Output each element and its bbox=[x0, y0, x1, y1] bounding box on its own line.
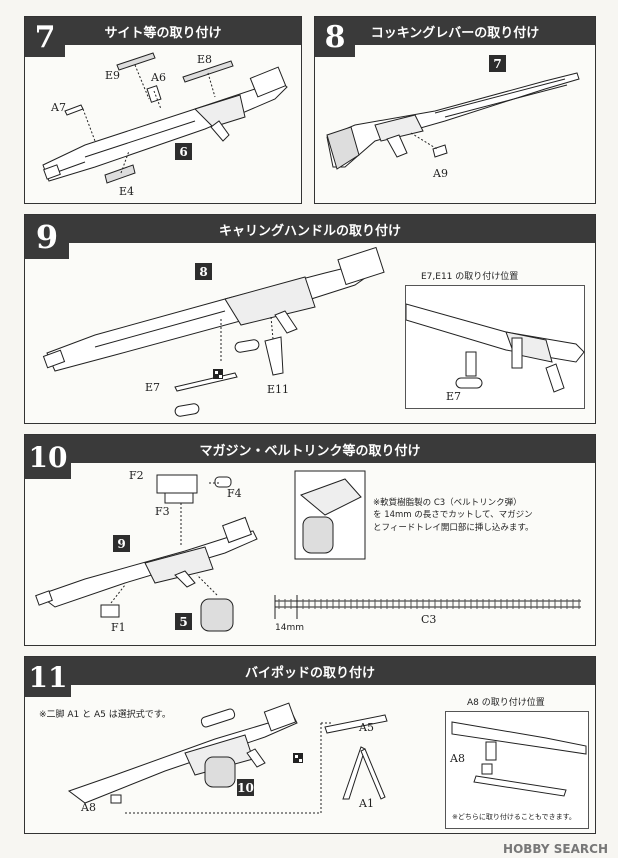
step-9-gun-drawing bbox=[42, 246, 385, 417]
step-10-title: マガジン・ベルトリンク等の取り付け bbox=[199, 443, 421, 459]
step-9-title: キャリングハンドルの取り付け bbox=[218, 223, 401, 239]
step-7-banner: サイト等の取り付け bbox=[25, 17, 301, 45]
step-8-title: コッキングレバーの取り付け bbox=[370, 25, 540, 41]
watermark-logo: HOBBY SEARCH bbox=[503, 842, 608, 856]
step-9-inset-title: E7,E11 の取り付け位置 bbox=[421, 272, 519, 282]
step-11-inset: A8 ※どちらに取り付けることもできます。 bbox=[445, 711, 589, 829]
part-a5-label: A5 bbox=[359, 721, 374, 734]
part-a1-label: A1 bbox=[359, 797, 374, 810]
step-10-note-line-2: を 14mm の長さでカットして、マガジン bbox=[373, 510, 533, 521]
step-8-gun-drawing bbox=[326, 72, 580, 170]
step-8-panel: コッキングレバーの取り付け 8 7 A9 bbox=[314, 16, 596, 204]
step-11-ref-badge: 10 bbox=[237, 779, 254, 796]
step-7-gun-drawing bbox=[42, 52, 288, 184]
step-9-banner: キャリングハンドルの取り付け bbox=[25, 215, 595, 243]
part-f3-label: F3 bbox=[155, 505, 170, 518]
step-10-number: 10 bbox=[25, 435, 71, 479]
step-10-note-line-3: とフィードトレイ開口部に挿し込みます。 bbox=[373, 522, 534, 533]
part-a6-label: A6 bbox=[151, 71, 166, 84]
step-11-title: バイポッドの取り付け bbox=[244, 665, 375, 681]
watermark-text: HOBBY SEARCH bbox=[503, 842, 608, 856]
part-a9-label: A9 bbox=[433, 167, 448, 180]
step-11-inset-title: A8 の取り付け位置 bbox=[467, 698, 545, 708]
step-11-note: ※二脚 A1 と A5 は選択式です。 bbox=[39, 710, 171, 720]
step-11-inset-drawing bbox=[451, 721, 587, 797]
part-e11-label: E11 bbox=[267, 383, 290, 396]
step-10-measure-label: 14mm bbox=[275, 623, 304, 633]
part-f4-label: F4 bbox=[227, 487, 242, 500]
step-9-inset-drawing bbox=[405, 303, 585, 393]
step-7-panel: サイト等の取り付け 7 E9 A6 E8 A7 E4 6 bbox=[24, 16, 302, 204]
part-a8-label: A8 bbox=[81, 801, 96, 814]
part-c3-label: C3 bbox=[421, 613, 437, 626]
part-f2-label: F2 bbox=[129, 469, 144, 482]
step-7-title: サイト等の取り付け bbox=[104, 25, 222, 41]
part-e4-label: E4 bbox=[119, 185, 135, 198]
step-11-gun-drawing bbox=[67, 702, 388, 814]
part-e9-label: E9 bbox=[105, 69, 121, 82]
step-10-panel: マガジン・ベルトリンク等の取り付け 10 bbox=[24, 434, 596, 646]
step-8-number: 8 bbox=[315, 17, 355, 57]
step-9-ref-badge: 8 bbox=[195, 263, 212, 280]
part-f1-label: F1 bbox=[111, 621, 126, 634]
step-8-banner: コッキングレバーの取り付け bbox=[315, 17, 595, 45]
part-a7-label: A7 bbox=[51, 101, 66, 114]
step-9-inset: E7 bbox=[405, 285, 585, 409]
step-10-ref-badge: 9 bbox=[113, 535, 130, 552]
step-11-inset-note: ※どちらに取り付けることもできます。 bbox=[452, 813, 576, 821]
step-7-number: 7 bbox=[25, 17, 65, 57]
step-9-panel: キャリングハンドルの取り付け 9 8 E7 E11 E7,E11 の取り付け位置 bbox=[24, 214, 596, 424]
part-e7-label: E7 bbox=[145, 381, 161, 394]
step-10-banner: マガジン・ベルトリンク等の取り付け bbox=[25, 435, 595, 463]
step-11-banner: バイポッドの取り付け bbox=[25, 657, 595, 685]
step-7-ref-badge: 6 bbox=[175, 143, 192, 160]
step-11-inset-part-label: A8 bbox=[450, 752, 465, 765]
step-9-number: 9 bbox=[25, 215, 69, 259]
step-8-ref-badge: 7 bbox=[489, 55, 506, 72]
step-11-number: 11 bbox=[25, 657, 71, 697]
step-10-ref-badge-2: 5 bbox=[175, 613, 192, 630]
step-10-note: ※軟質樹脂製の C3（ベルトリンク弾） を 14mm の長さでカットして、マガジ… bbox=[373, 497, 533, 534]
part-e8-label: E8 bbox=[197, 53, 213, 66]
step-9-inset-part-label: E7 bbox=[446, 390, 462, 403]
step-10-gun-drawing bbox=[35, 470, 581, 632]
step-11-panel: バイポッドの取り付け 11 ※二脚 A1 と A5 は選択式です。 A5 A1 … bbox=[24, 656, 596, 834]
step-10-note-line-1: ※軟質樹脂製の C3（ベルトリンク弾） bbox=[373, 498, 522, 508]
